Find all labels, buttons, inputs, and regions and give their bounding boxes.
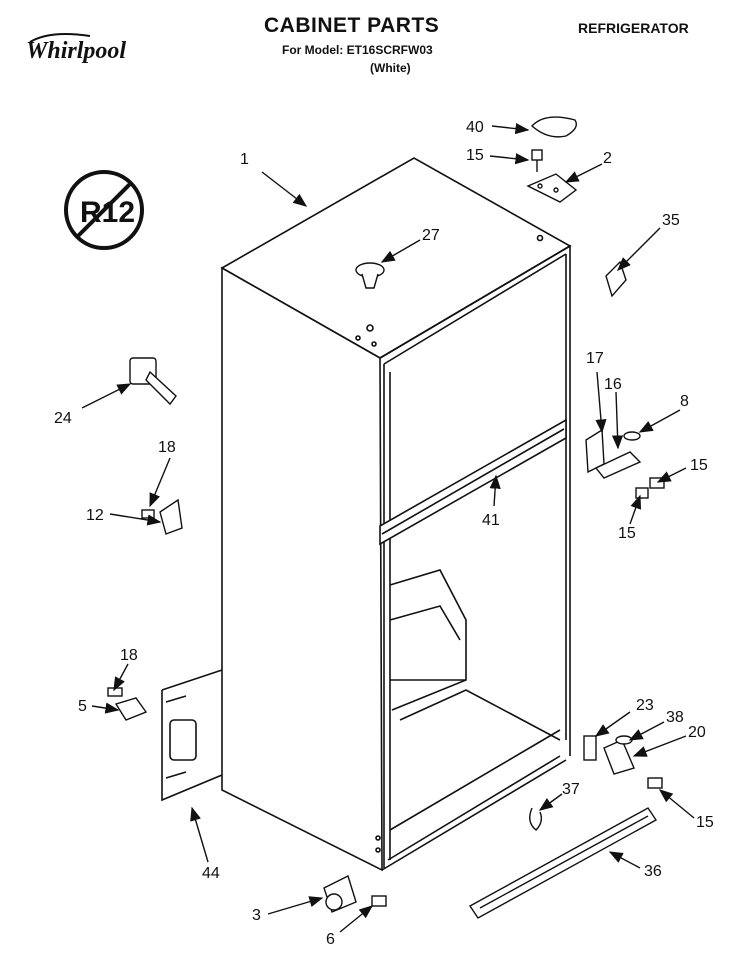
part-label-6: 6	[326, 931, 335, 948]
part-label-36: 36	[644, 863, 662, 880]
part-label-38: 38	[666, 709, 684, 726]
part-27-plug	[355, 262, 385, 289]
model-number: For Model: ET16SCRFW03	[282, 43, 433, 57]
part-40-hinge-cover	[530, 116, 578, 138]
part-label-15-bottom: 15	[696, 814, 714, 831]
part-label-8: 8	[680, 393, 689, 410]
part-label-15-lower: 15	[618, 525, 636, 542]
part-label-2: 2	[603, 150, 612, 167]
part-37-clip	[529, 807, 543, 831]
part-15-screw	[531, 149, 543, 172]
part-label-5: 5	[78, 698, 87, 715]
part-label-16: 16	[604, 376, 622, 393]
part-label-24: 24	[54, 410, 72, 427]
part-23-bottom-hinge	[583, 735, 663, 789]
part-label-18-upper: 18	[158, 439, 176, 456]
part-label-40: 40	[466, 119, 484, 136]
part-label-44: 44	[202, 865, 220, 882]
part-3-roller	[323, 875, 387, 913]
part-label-12: 12	[86, 507, 104, 524]
part-24-handle	[129, 357, 177, 406]
part-5-mount	[107, 687, 148, 721]
part-12-bracket	[141, 498, 183, 535]
part-label-15-top: 15	[466, 147, 484, 164]
cabinet-body	[161, 157, 572, 872]
part-2-top-hinge	[526, 173, 578, 203]
part-label-35: 35	[662, 212, 680, 229]
model-color: (White)	[370, 61, 411, 75]
part-label-41: 41	[482, 512, 500, 529]
diagram-title: CABINET PARTS	[264, 14, 440, 37]
part-35-clip	[605, 260, 627, 298]
part-36-grille	[468, 807, 658, 919]
part-label-37: 37	[562, 781, 580, 798]
whirlpool-logo: Whirlpool	[26, 38, 127, 64]
part-label-27: 27	[422, 227, 440, 244]
part-label-1: 1	[240, 151, 249, 168]
part-label-15-center: 15	[690, 457, 708, 474]
part-label-23: 23	[636, 697, 654, 714]
r12-badge: R12	[64, 170, 144, 250]
part-label-20: 20	[688, 724, 706, 741]
part-label-3: 3	[252, 907, 261, 924]
appliance-type: REFRIGERATOR	[578, 20, 689, 36]
part-label-17: 17	[586, 350, 604, 367]
part-17-center-hinge	[585, 428, 665, 499]
part-label-18-lower: 18	[120, 647, 138, 664]
r12-label: R12	[80, 196, 135, 229]
